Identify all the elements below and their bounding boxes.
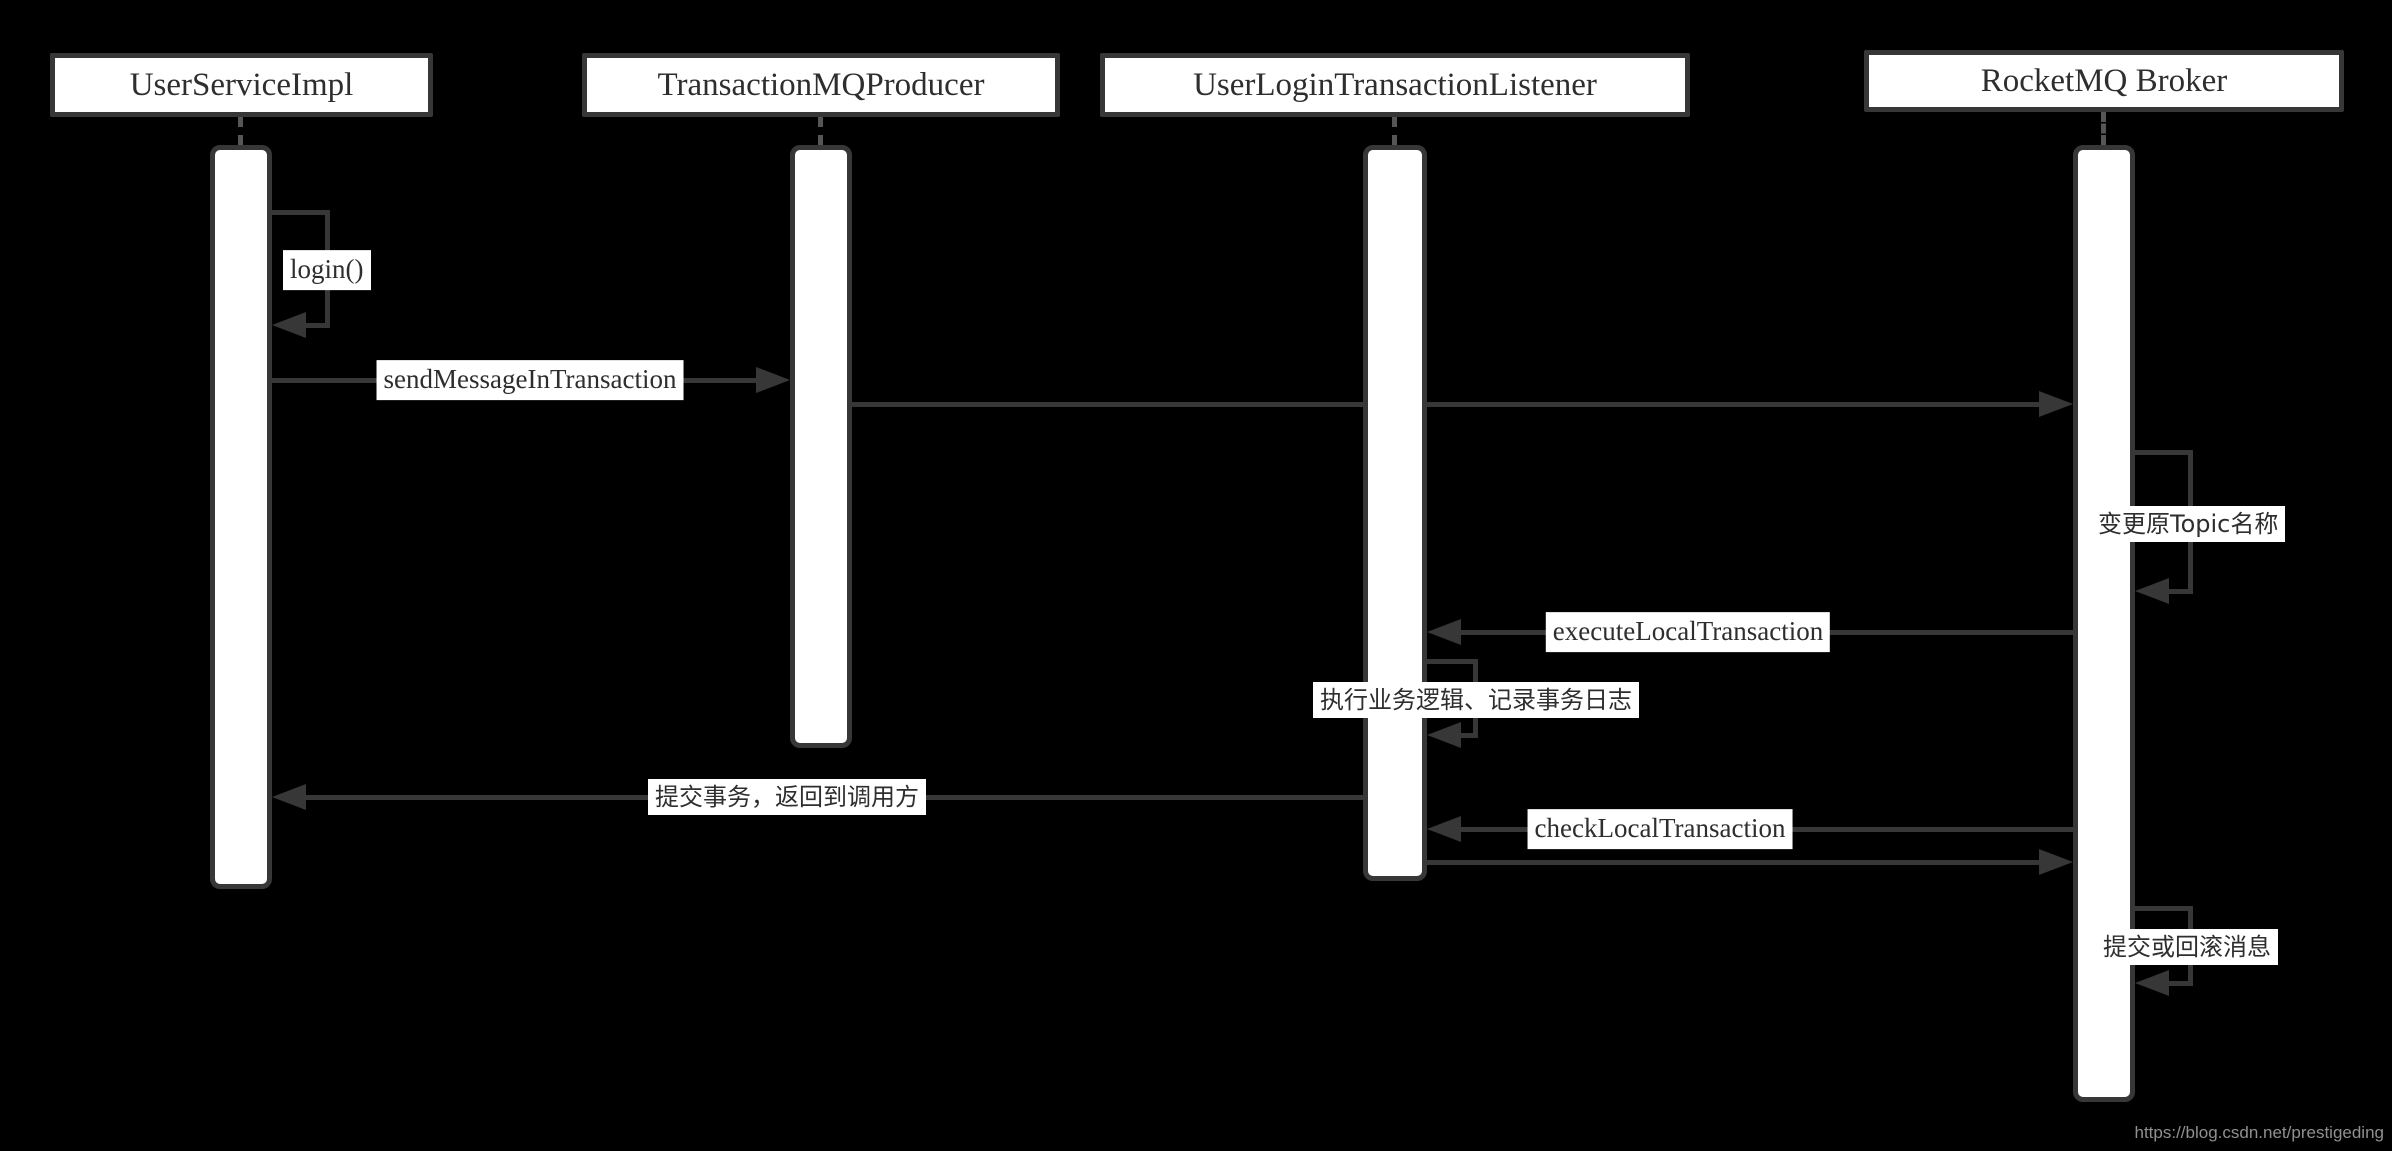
arrowhead-left-icon	[1427, 619, 1461, 645]
message-label-0: login()	[283, 250, 371, 290]
participant-box-userlogintransactionlistener: UserLoginTransactionListener	[1100, 53, 1690, 117]
participant-box-transactionmqproducer: TransactionMQProducer	[582, 53, 1060, 117]
self-message-bottom-line-3	[2165, 589, 2193, 594]
self-message-bottom-line-0	[302, 323, 330, 328]
arrowhead-right-icon	[2039, 849, 2073, 875]
self-message-bottom-line-5	[1457, 733, 1478, 738]
arrowhead-left-icon	[272, 784, 306, 810]
arrowhead-right-icon	[2039, 391, 2073, 417]
message-label-3: 变更原Topic名称	[2091, 506, 2286, 542]
arrowhead-left-icon	[2135, 970, 2169, 996]
message-label-9: 提交或回滚消息	[2096, 929, 2278, 965]
activation-bar-transactionmqproducer	[790, 145, 852, 748]
self-message-top-line-0	[272, 210, 330, 215]
self-message-top-line-3	[2135, 450, 2193, 455]
self-message-top-line-5	[1427, 659, 1478, 664]
message-label-1: sendMessageInTransaction	[376, 360, 684, 400]
lifeline-dash-userlogintransactionlistener	[1392, 117, 1397, 145]
message-label-7: checkLocalTransaction	[1527, 809, 1793, 849]
arrowhead-left-icon	[1427, 816, 1461, 842]
activation-bar-userserviceimpl	[210, 145, 272, 889]
message-label-4: executeLocalTransaction	[1545, 612, 1831, 652]
message-line-8	[1427, 860, 2045, 865]
message-label-6: 提交事务，返回到调用方	[648, 779, 926, 815]
lifeline-dash-userserviceimpl	[238, 117, 243, 145]
self-message-top-line-9	[2135, 906, 2193, 911]
participant-box-rocketmq-broker: RocketMQ Broker	[1864, 50, 2344, 112]
watermark-text: https://blog.csdn.net/prestigeding	[2134, 1123, 2385, 1142]
message-line-2	[852, 402, 2045, 407]
lifeline-dash-transactionmqproducer	[818, 117, 823, 145]
arrowhead-left-icon	[2135, 578, 2169, 604]
arrowhead-right-icon	[756, 367, 790, 393]
activation-bar-userlogintransactionlistener	[1363, 145, 1427, 881]
arrowhead-left-icon	[1427, 722, 1461, 748]
participant-box-userserviceimpl: UserServiceImpl	[50, 53, 433, 117]
message-label-5: 执行业务逻辑、记录事务日志	[1313, 682, 1639, 718]
lifeline-dash-rocketmq-broker	[2101, 112, 2106, 145]
arrowhead-left-icon	[272, 312, 306, 338]
self-message-bottom-line-9	[2165, 981, 2193, 986]
